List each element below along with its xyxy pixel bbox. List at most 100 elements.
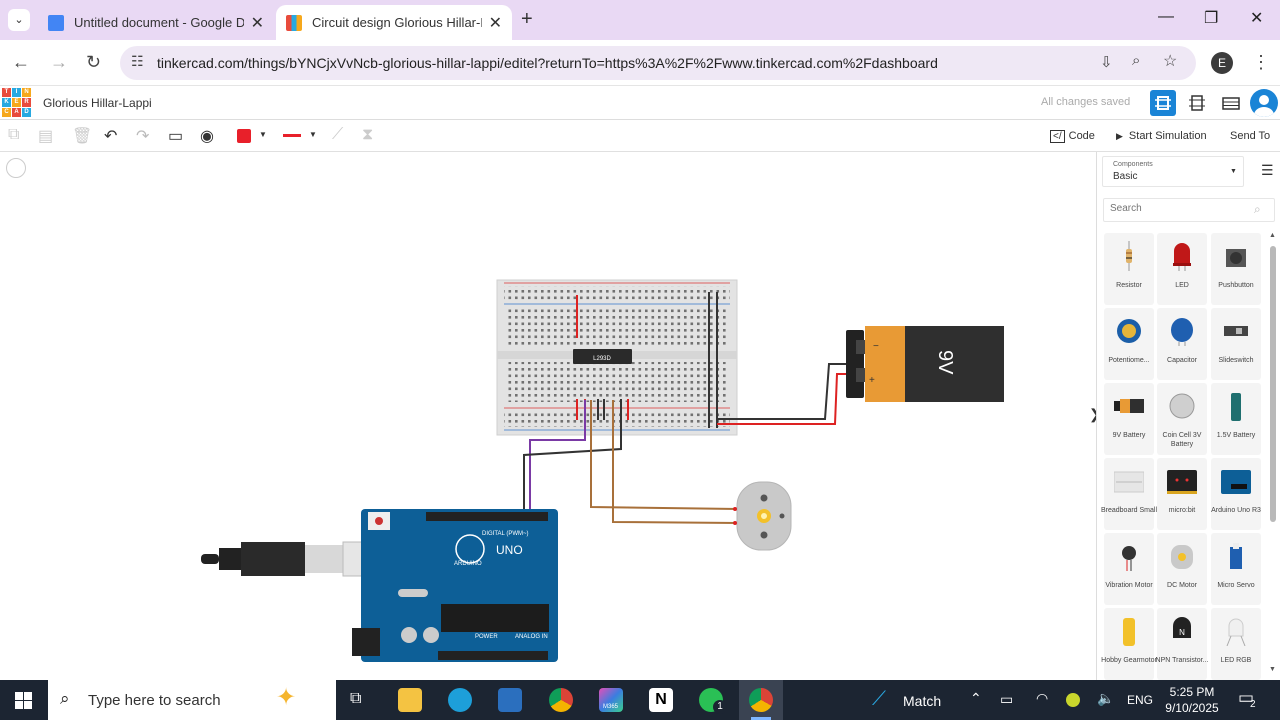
component-led-rgb[interactable]: LED RGB [1211, 608, 1261, 680]
component-arduino-uno-r3[interactable]: Arduino Uno R3 [1211, 458, 1261, 530]
color-picker-button[interactable] [237, 129, 251, 143]
play-icon: ▶ [1116, 130, 1123, 141]
send-to-button[interactable]: Send To [1230, 130, 1271, 142]
dc-motor[interactable] [733, 481, 792, 551]
windows-start-icon[interactable] [15, 692, 32, 709]
component-breadboard-small[interactable]: Breadboard Small [1101, 458, 1157, 530]
fit-view-icon[interactable] [6, 158, 26, 178]
language-indicator[interactable]: ENG [1127, 693, 1154, 707]
site-info-icon[interactable]: ☷ [131, 53, 144, 69]
component-resistor[interactable]: Resistor [1104, 233, 1154, 305]
task-view-icon[interactable]: ⧉ [350, 690, 362, 707]
file-explorer-icon[interactable] [398, 688, 422, 712]
l293d-chip[interactable] [573, 349, 632, 364]
volume-icon[interactable]: 🔈 [1097, 690, 1115, 706]
bookmark-star-icon[interactable]: ☆ [1163, 53, 1178, 70]
user-avatar[interactable] [1250, 89, 1278, 117]
reload-icon[interactable]: ↻ [86, 52, 102, 72]
list-view-icon[interactable]: ☰ [1261, 162, 1274, 178]
wire-type-button[interactable] [283, 134, 301, 137]
notes-icon[interactable]: ▭ [168, 128, 184, 145]
taskbar-search-box[interactable]: ⌕ Type here to search ✦ [48, 680, 336, 720]
zoom-icon[interactable]: ⌕ [1132, 52, 1141, 69]
forward-arrow-icon[interactable]: → [50, 52, 68, 72]
9v-battery[interactable] [846, 326, 1004, 402]
restore-window-icon[interactable]: ❐ [1204, 10, 1219, 27]
weather-text[interactable]: Match [903, 693, 942, 709]
save-status: All changes saved [1041, 96, 1131, 108]
notification-count-badge: 2 [1250, 699, 1256, 710]
resistor-icon [1126, 241, 1132, 271]
component-coin-cell-battery[interactable]: Coin Cell 3V Battery [1157, 383, 1207, 455]
circuit-view-button[interactable] [1150, 90, 1176, 116]
redo-icon[interactable]: ↷ [136, 128, 150, 145]
design-title[interactable]: Glorious Hillar-Lappi [43, 96, 152, 110]
start-simulation-button[interactable]: ▶ Start Simulation [1116, 130, 1207, 142]
component-npn-transistor[interactable]: N NPN Transistor... [1156, 608, 1208, 680]
notifications-icon[interactable]: ▭ [1238, 688, 1255, 707]
address-bar[interactable]: ☷ tinkercad.com/things/bYNCjxVvNcb-glori… [120, 46, 1196, 80]
chrome-active-app[interactable] [739, 680, 783, 720]
new-tab-button[interactable]: + [521, 8, 533, 30]
component-9v-battery[interactable]: 9V Battery [1104, 383, 1154, 455]
component-micro-servo[interactable]: Micro Servo [1211, 533, 1261, 605]
schematic-view-button[interactable] [1184, 90, 1210, 116]
chevron-down-icon[interactable]: ▼ [309, 130, 317, 139]
notion-icon[interactable]: N [649, 688, 673, 712]
back-arrow-icon[interactable]: ← [12, 52, 30, 72]
microsoft-365-icon[interactable]: M365 [599, 688, 623, 712]
edge-icon[interactable] [448, 688, 472, 712]
browser-tab-tinkercad[interactable]: Circuit design Glorious Hillar-La ✕ [276, 5, 512, 40]
notes-visibility-icon[interactable]: ◉ [200, 128, 214, 145]
wifi-icon[interactable]: ◠ [1036, 690, 1049, 706]
circuit-canvas[interactable]: L293D − + 9V [0, 152, 1101, 680]
analog-in-label: ANALOG IN [515, 634, 548, 640]
profile-avatar[interactable]: E [1211, 52, 1233, 74]
component-potentiometer[interactable]: Potentiome... [1104, 308, 1154, 380]
delete-icon[interactable]: 🗑 [72, 128, 93, 145]
code-button[interactable]: </ Code [1050, 126, 1095, 146]
whatsapp-icon[interactable]: 1 [699, 688, 727, 714]
svg-text:N: N [1179, 628, 1185, 637]
paste-icon[interactable]: ▤ [38, 128, 54, 145]
digital-pwm-label: DIGITAL (PWM~) [482, 531, 529, 537]
browser-tab-google-docs[interactable]: Untitled document - Google Do ✕ [38, 5, 274, 40]
undo-icon[interactable]: ↶ [104, 128, 118, 145]
component-microbit[interactable]: micro:bit [1157, 458, 1207, 530]
weather-icon[interactable]: ⟋ [872, 688, 886, 710]
tinkercad-logo[interactable]: T I N K E R C A D [2, 88, 31, 118]
clock[interactable]: 5:25 PM 9/10/2025 [1165, 685, 1219, 715]
battery-status-icon[interactable]: ▭ [1000, 691, 1014, 707]
copy-icon[interactable]: ⧉ [8, 126, 20, 143]
install-app-icon[interactable]: ⇩ [1100, 54, 1113, 71]
chevron-down-icon[interactable]: ▼ [259, 130, 267, 139]
component-vibration-motor[interactable]: Vibration Motor [1104, 533, 1154, 605]
close-tab-icon[interactable]: ✕ [250, 15, 264, 32]
tab-search-button[interactable]: ⌄ [8, 9, 30, 31]
chrome-icon[interactable] [549, 688, 573, 712]
component-pushbutton[interactable]: Pushbutton [1211, 233, 1261, 305]
close-window-icon[interactable]: ✕ [1250, 10, 1264, 27]
components-category-select[interactable]: Components Basic ▼ [1102, 156, 1244, 187]
9v-battery-icon [1114, 399, 1144, 413]
app-tray-icon[interactable] [1066, 693, 1080, 707]
close-tab-icon[interactable]: ✕ [488, 15, 502, 32]
component-capacitor[interactable]: Capacitor [1157, 308, 1207, 380]
show-hidden-icons-chevron-icon[interactable]: ⌃ [970, 690, 982, 706]
panel-collapse-chevron-icon[interactable]: ❯ [1089, 406, 1101, 422]
component-hobby-gearmotor[interactable]: Hobby Gearmotor [1101, 608, 1157, 680]
component-1.5v-battery[interactable]: 1.5V Battery [1211, 383, 1261, 455]
component-list-button[interactable] [1218, 90, 1244, 116]
flip-icon[interactable]: ⧗ [362, 126, 374, 143]
solitaire-icon[interactable] [498, 688, 522, 712]
component-search-box[interactable]: ⌕ [1103, 198, 1275, 222]
component-slideswitch[interactable]: Slideswitch [1211, 308, 1261, 380]
component-led[interactable]: LED [1157, 233, 1207, 305]
component-search-input[interactable] [1110, 203, 1250, 214]
component-dc-motor[interactable]: DC Motor [1157, 533, 1207, 605]
arduino-uno[interactable] [352, 509, 558, 662]
minimize-window-icon[interactable]: — [1158, 8, 1174, 25]
browser-menu-icon[interactable]: ⋮ [1252, 52, 1270, 72]
panel-scrollbar[interactable]: ▲ ▼ [1269, 232, 1276, 673]
rotate-icon[interactable]: ⟋ [332, 126, 344, 143]
